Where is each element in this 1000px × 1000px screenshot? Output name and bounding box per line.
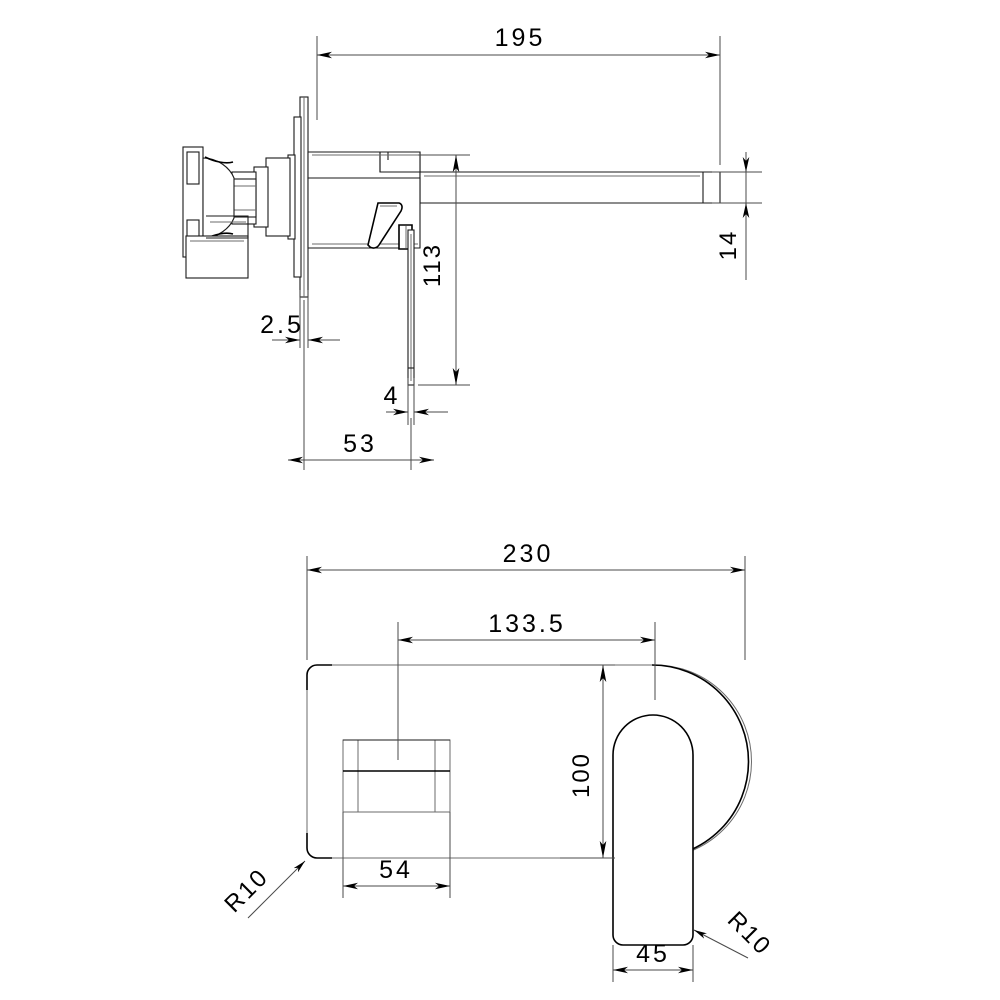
dimension-label-r10-right: R10	[722, 906, 776, 960]
dimension-label-54: 54	[379, 856, 413, 884]
plate-corner-bottom-left	[306, 833, 332, 859]
plate-right-arc	[651, 664, 750, 859]
spout-body-side	[307, 151, 721, 249]
dimension-label-2-5: 2.5	[260, 311, 304, 339]
dimension-100: 100	[560, 664, 615, 859]
dimension-133-5: 133.5	[397, 610, 656, 760]
dimension-label-100: 100	[568, 752, 595, 798]
dimension-label-14: 14	[715, 230, 742, 261]
handle-front	[342, 739, 451, 813]
dimension-2-5: 2.5	[260, 290, 340, 348]
spout-front	[612, 714, 694, 946]
dimension-label-133-5: 133.5	[488, 610, 566, 638]
dimension-195: 195	[316, 24, 721, 165]
dimension-label-113: 113	[419, 243, 446, 287]
dimension-label-53: 53	[343, 430, 377, 458]
dimension-45: 45	[612, 940, 694, 982]
dimension-label-230: 230	[503, 540, 554, 568]
dimension-label-r10-left: R10	[219, 863, 273, 917]
side-elevation-geometry	[182, 96, 721, 386]
dimension-4: 4	[384, 378, 448, 425]
wall-plate-side	[287, 96, 309, 298]
dimension-14: 14	[712, 152, 762, 280]
valve-body-side	[231, 157, 291, 237]
rear-bracket-side	[182, 146, 249, 279]
dimension-label-45: 45	[636, 940, 670, 968]
side-elevation-dimensions: 195 14 113	[260, 24, 762, 470]
dimension-label-4: 4	[384, 382, 401, 410]
dimension-53: 53	[288, 300, 434, 470]
dimension-r10-right: R10	[693, 906, 777, 961]
outlet-tube-side	[407, 229, 415, 386]
dimension-113: 113	[418, 154, 470, 386]
front-elevation-geometry	[306, 664, 752, 946]
dimension-label-195: 195	[495, 24, 546, 52]
plate-corner-top-left	[306, 664, 332, 690]
dimension-230: 230	[306, 540, 746, 660]
dimension-r10-left: R10	[219, 860, 306, 919]
dimension-54: 54	[342, 812, 451, 898]
